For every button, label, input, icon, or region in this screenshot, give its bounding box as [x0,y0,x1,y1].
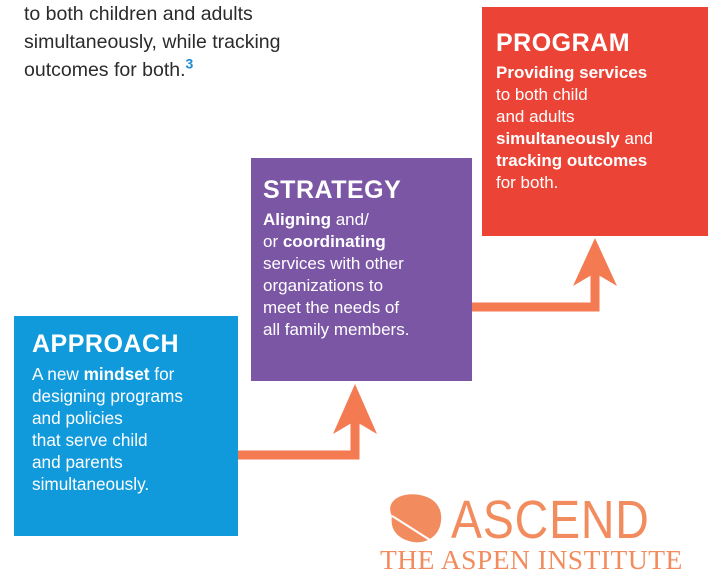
footnote-marker: 3 [185,55,194,72]
description-text: that serve child [32,430,148,450]
description-text: and adults [496,107,575,126]
intro-line-text: outcomes for both. [24,59,186,81]
description-line: that serve child [32,429,230,451]
logo-subtitle: THE ASPEN INSTITUTE [380,544,683,575]
intro-line: outcomes for both.3 [24,56,384,84]
emphasis-text: Aligning [263,210,331,229]
approach-title: APPROACH [32,330,180,358]
ascend-logo: ASCEND THE ASPEN INSTITUTE [378,490,708,577]
program-box: PROGRAM Providing services to both child a… [482,7,708,236]
intro-line: to both children and adults [24,3,253,25]
description-line: or coordinating [263,231,464,253]
leaf-icon [390,494,442,543]
description-text: simultaneously. [32,474,150,494]
description-line: A new mindset for [32,363,230,385]
arrow-head-program [573,238,617,286]
description-line: meet the needs of [263,297,464,319]
description-text: and [619,129,653,148]
intro-line: simultaneously, while tracking [24,31,281,53]
description-line: simultaneously and [496,128,696,150]
description-text: services with other [263,254,404,273]
description-text: or [263,232,283,251]
emphasis-text: mindset [83,364,150,384]
emphasis-text: Providing services [496,63,648,82]
arrow-strategy-to-program [472,272,600,312]
strategy-title: STRATEGY [263,176,402,204]
description-line: all family members. [263,319,464,341]
description-line: for both. [496,172,696,194]
description-line: designing programs [32,385,230,407]
description-text: all family members. [263,320,410,339]
description-line: simultaneously. [32,473,230,495]
description-line: tracking outcomes [496,150,696,172]
description-line: Aligning and/ [263,209,464,231]
description-text: designing programs [32,386,183,406]
emphasis-text: coordinating [282,232,386,251]
intro-text: to both children and adults simultaneous… [24,0,384,84]
description-line: services with other [263,253,464,275]
program-title: PROGRAM [496,29,631,57]
description-text: and/ [330,210,369,229]
description-line: and parents [32,451,230,473]
description-text: for [149,364,175,384]
description-line: Providing services [496,62,696,84]
logo-wordmark: ASCEND [451,490,650,550]
description-text: for both. [496,173,559,192]
description-text: and policies [32,408,123,428]
emphasis-text: tracking outcomes [496,151,648,170]
description-text: meet the needs of [263,298,400,317]
description-line: to both child [496,84,696,106]
arrow-head-strategy [333,384,377,434]
emphasis-text: simultaneously [496,129,620,148]
arrow-approach-to-strategy [238,420,360,460]
description-text: organizations to [263,276,384,295]
description-line: organizations to [263,275,464,297]
description-text: A new [32,364,84,384]
description-text: to both child [496,85,588,104]
description-line: and adults [496,106,696,128]
description-line: and policies [32,407,230,429]
program-description: Providing services to both child and adult… [496,62,696,194]
description-text: and parents [32,452,123,472]
